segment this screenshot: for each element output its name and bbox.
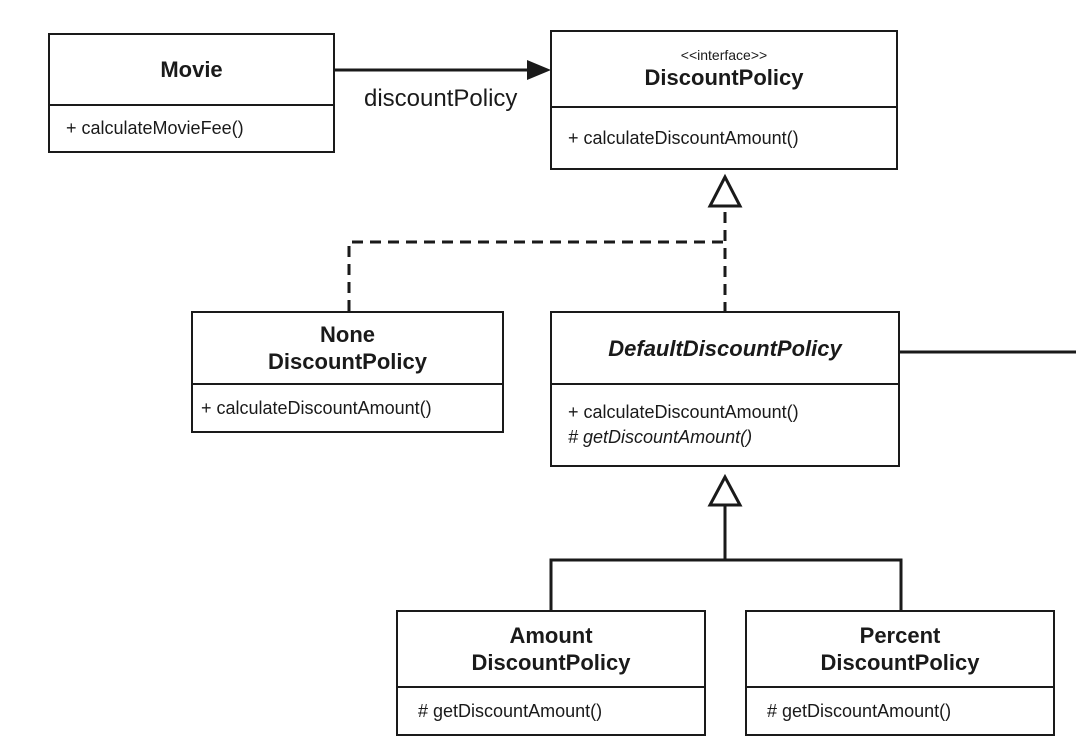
class-amount-discount-policy-header: Amount DiscountPolicy	[398, 612, 704, 688]
interface-discount-policy-operations: + calculateDiscountAmount()	[552, 108, 896, 168]
association-arrowhead	[527, 60, 551, 80]
class-amount-discount-policy[interactable]: Amount DiscountPolicy # getDiscountAmoun…	[396, 610, 706, 736]
operation-calculate-discount-amount: + calculateDiscountAmount()	[568, 127, 799, 148]
operation-get-discount-amount: # getDiscountAmount()	[418, 700, 603, 721]
realization-line-none-to-interface	[347, 240, 725, 311]
class-none-discount-policy[interactable]: None DiscountPolicy + calculateDiscountA…	[191, 311, 504, 433]
class-none-discount-policy-operations: + calculateDiscountAmount()	[193, 385, 502, 431]
class-movie-name: Movie	[160, 57, 223, 82]
interface-discount-policy-name: DiscountPolicy	[644, 65, 804, 90]
operation-calculate-discount-amount: + calculateDiscountAmount()	[201, 397, 432, 418]
interface-discount-policy-header: <<interface>> DiscountPolicy	[552, 32, 896, 108]
class-default-discount-policy-name: DefaultDiscountPolicy	[608, 335, 842, 361]
class-percent-discount-policy-name-line-1: Percent	[859, 623, 941, 648]
class-default-discount-policy-operations: + calculateDiscountAmount() # getDiscoun…	[552, 385, 898, 465]
class-amount-discount-policy-name-line-1: Amount	[509, 623, 593, 648]
class-percent-discount-policy[interactable]: Percent DiscountPolicy # getDiscountAmou…	[745, 610, 1055, 736]
class-amount-discount-policy-operations: # getDiscountAmount()	[398, 688, 704, 734]
generalization-triangle-head	[707, 473, 743, 507]
abstract-class-default-discount-policy[interactable]: DefaultDiscountPolicy + calculateDiscoun…	[550, 311, 900, 467]
class-movie-header: Movie	[50, 35, 333, 106]
class-none-discount-policy-name-line-1: None	[320, 322, 375, 347]
class-percent-discount-policy-name-line-2: DiscountPolicy	[820, 650, 980, 675]
operation-calculate-movie-fee: + calculateMovieFee()	[66, 118, 244, 138]
class-none-discount-policy-header: None DiscountPolicy	[193, 313, 502, 385]
generalization-line-amount	[549, 558, 725, 611]
class-percent-discount-policy-header: Percent DiscountPolicy	[747, 612, 1053, 688]
class-default-discount-policy-header: DefaultDiscountPolicy	[552, 313, 898, 385]
generalization-line-percent	[725, 558, 903, 611]
class-amount-discount-policy-name-line-2: DiscountPolicy	[471, 650, 631, 675]
class-movie[interactable]: Movie + calculateMovieFee()	[48, 33, 335, 153]
association-label-discount-policy: discountPolicy	[364, 85, 518, 112]
operation-get-discount-amount: # getDiscountAmount()	[568, 427, 753, 447]
operation-calculate-discount-amount: + calculateDiscountAmount()	[568, 402, 799, 422]
realization-triangle-head	[707, 173, 743, 208]
class-movie-operations: + calculateMovieFee()	[50, 106, 333, 151]
class-none-discount-policy-name-line-2: DiscountPolicy	[268, 349, 427, 374]
operation-get-discount-amount: # getDiscountAmount()	[767, 700, 952, 721]
class-percent-discount-policy-operations: # getDiscountAmount()	[747, 688, 1053, 734]
interface-discount-policy[interactable]: <<interface>> DiscountPolicy + calculate…	[550, 30, 898, 170]
interface-stereotype: <<interface>>	[680, 47, 768, 63]
